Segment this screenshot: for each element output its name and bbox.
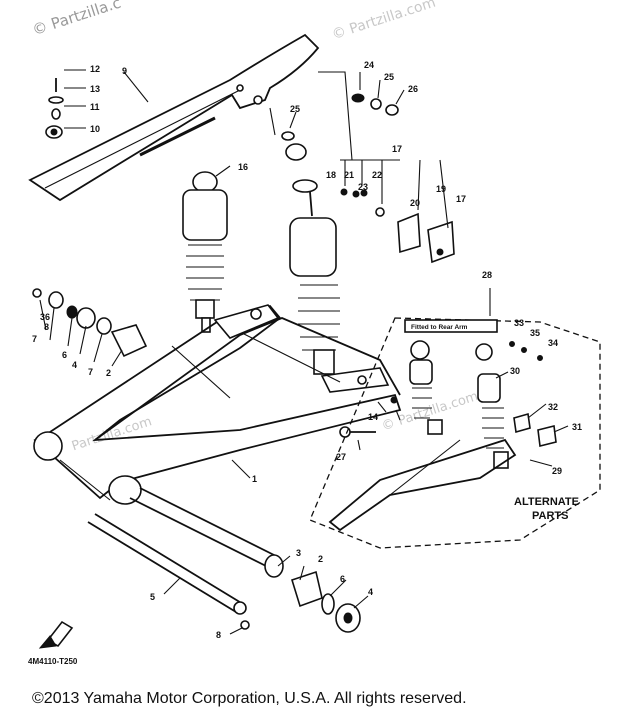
callout-label: 4 xyxy=(72,360,77,370)
callout-label: 21 xyxy=(344,170,354,180)
callout-label: 9 xyxy=(122,66,127,76)
swingarm xyxy=(33,304,402,505)
callout-label: 2 xyxy=(106,368,111,378)
callout-label: 29 xyxy=(552,466,562,476)
chain-guard xyxy=(28,33,320,202)
callout-label: 6 xyxy=(62,350,67,360)
front-arrow-icon xyxy=(38,620,74,649)
callout-label: 8 xyxy=(216,630,221,640)
bolt-stack xyxy=(45,78,64,139)
callout-label: 25 xyxy=(290,104,300,114)
callout-label: 36 xyxy=(40,312,50,322)
callout-label: 18 xyxy=(326,170,336,180)
callout-label: 23 xyxy=(358,182,368,192)
callout-labels: 1 2 2 3 4 4 5 6 6 7 7 8 8 9 10 11 12 13 … xyxy=(32,60,582,640)
callout-label: 20 xyxy=(410,198,420,208)
callout-label: 7 xyxy=(32,334,37,344)
callout-label: 31 xyxy=(572,422,582,432)
callout-label: 30 xyxy=(510,366,520,376)
callout-label: 25 xyxy=(384,72,394,82)
callout-label: 11 xyxy=(90,102,100,112)
callout-label: 4 xyxy=(368,587,373,597)
pivot-shaft xyxy=(87,513,250,630)
alternate-parts-section xyxy=(309,317,601,549)
callout-label: 26 xyxy=(408,84,418,94)
callout-label: 8 xyxy=(44,322,49,332)
pivot-bushings-left xyxy=(32,288,148,358)
callout-label: 12 xyxy=(90,64,100,74)
shock-brackets xyxy=(397,212,455,264)
callout-label: 19 xyxy=(436,184,446,194)
callout-label: 17 xyxy=(456,194,466,204)
callout-label: 32 xyxy=(548,402,558,412)
leader-lines xyxy=(39,69,569,635)
callout-label: 28 xyxy=(482,270,492,280)
callout-label: 7 xyxy=(88,367,93,377)
callout-label: 1 xyxy=(252,474,257,484)
callout-label: 3 xyxy=(296,548,301,558)
callout-label: 34 xyxy=(548,338,558,348)
callout-label: 5 xyxy=(150,592,155,602)
callout-label: 17 xyxy=(392,144,402,154)
callout-label: 14 xyxy=(368,412,378,422)
callout-label: 6 xyxy=(340,574,345,584)
callout-label: 27 xyxy=(336,452,346,462)
right-shock-absorber xyxy=(285,143,390,393)
callout-label: 13 xyxy=(90,84,100,94)
diagram-code: 4M4110-T250 xyxy=(28,657,78,666)
pivot-bushings-right xyxy=(129,487,361,633)
callout-label: 24 xyxy=(364,60,374,70)
fitted-to-rear-arm-label: Fitted to Rear Arm xyxy=(411,324,468,331)
copyright-footer: ©2013 Yamaha Motor Corporation, U.S.A. A… xyxy=(32,690,467,707)
alternate-parts-title-line2: PARTS xyxy=(532,510,568,522)
callout-label: 33 xyxy=(514,318,524,328)
damper-hardware xyxy=(281,93,399,217)
left-shock-absorber xyxy=(182,171,228,333)
callout-label: 35 xyxy=(530,328,540,338)
callout-label: 22 xyxy=(372,170,382,180)
alternate-parts-title-line1: ALTERNATE xyxy=(514,496,579,508)
callout-label: 16 xyxy=(238,162,248,172)
callout-label: 2 xyxy=(318,554,323,564)
callout-label: 10 xyxy=(90,124,100,134)
